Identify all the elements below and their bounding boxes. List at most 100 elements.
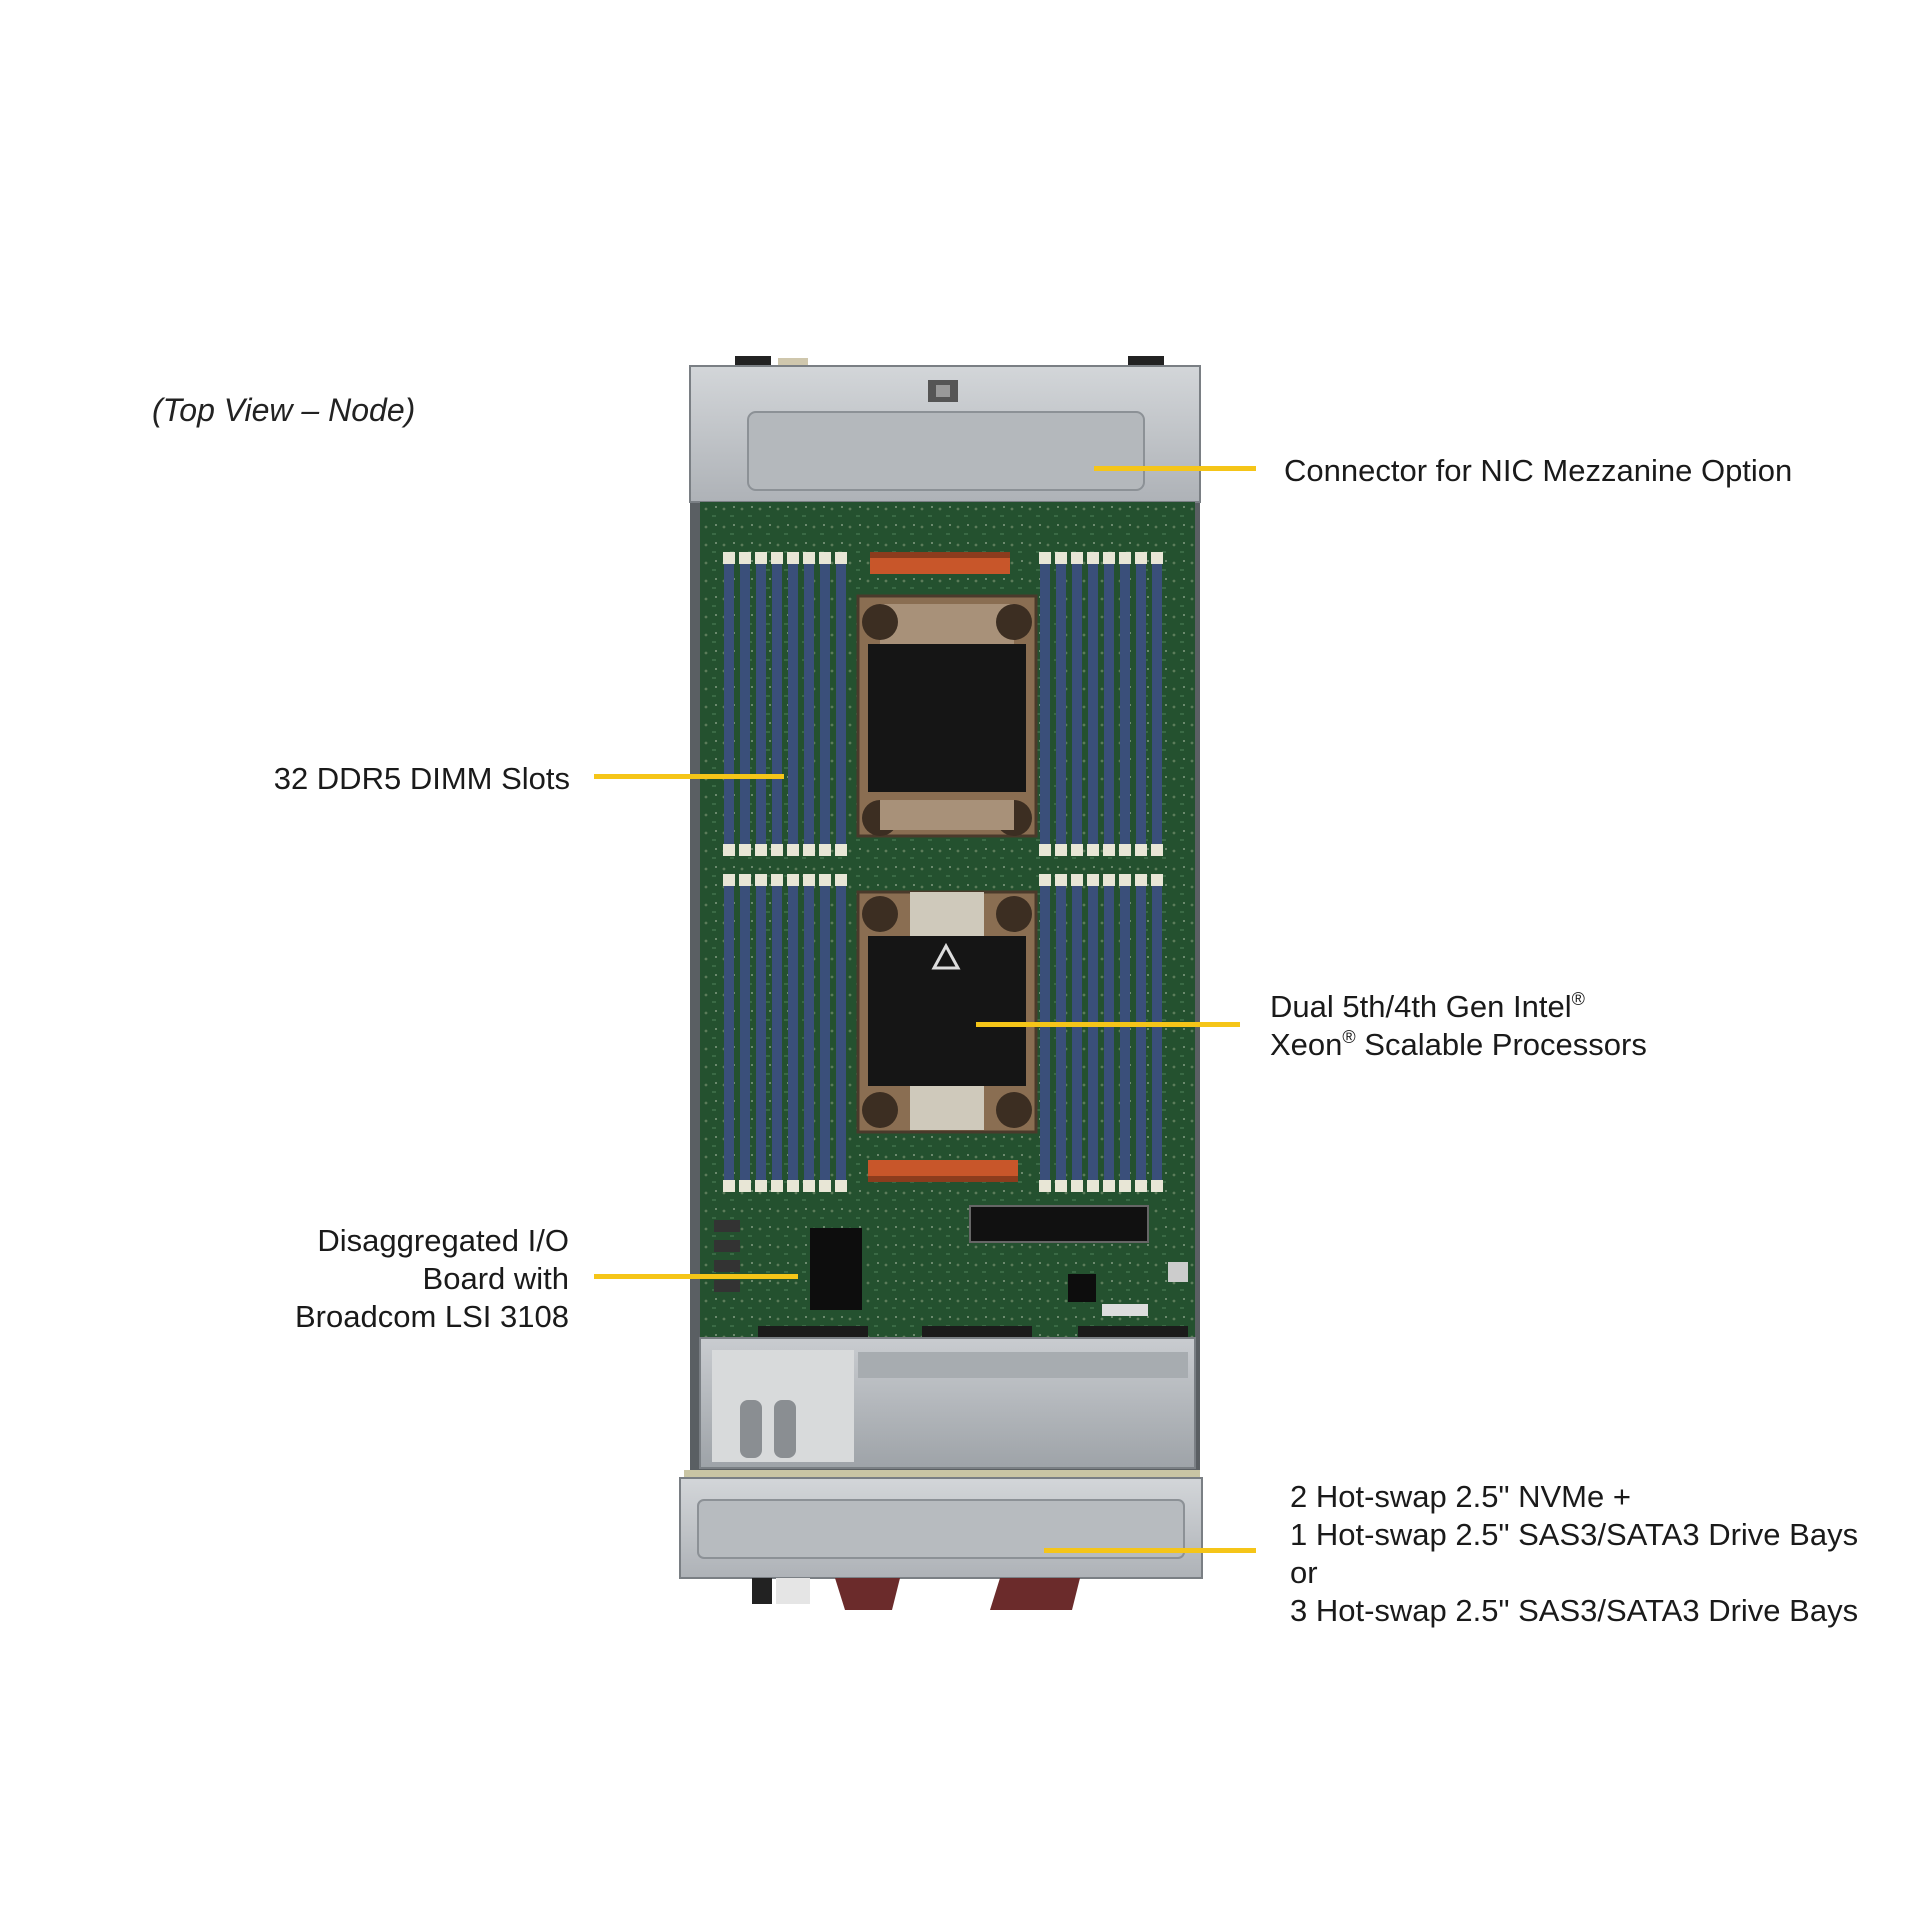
dimm-latch xyxy=(1135,1180,1147,1192)
dimm-latch xyxy=(723,844,735,856)
callout-io-line2: Board with xyxy=(422,1261,569,1296)
dimm-latch xyxy=(1103,552,1115,564)
callout-drives-line4: 3 Hot-swap 2.5" SAS3/SATA3 Drive Bays xyxy=(1290,1593,1859,1628)
dimm-latch xyxy=(723,552,735,564)
dimm-slot xyxy=(740,884,750,1180)
dimm-latch xyxy=(755,874,767,886)
dimm-latch xyxy=(1103,844,1115,856)
callout-nic-text: Connector for NIC Mezzanine Option xyxy=(1284,453,1793,488)
callout-processors: Dual 5th/4th Gen Intel® Xeon® Scalable P… xyxy=(1270,988,1647,1064)
dimm-latch xyxy=(803,844,815,856)
dimm-slot xyxy=(804,884,814,1180)
dimm-latch xyxy=(835,874,847,886)
dimm-slot xyxy=(1152,884,1162,1180)
callout-io-board: Disaggregated I/O Board with Broadcom LS… xyxy=(244,1222,569,1336)
dimm-latch xyxy=(771,844,783,856)
dimm-bank-left-bottom xyxy=(723,874,847,1192)
dimm-slot xyxy=(772,884,782,1180)
dimm-latch xyxy=(771,552,783,564)
callout-cpu-line1: Dual 5th/4th Gen Intel® xyxy=(1270,989,1585,1024)
dimm-latch xyxy=(1151,874,1163,886)
dimm-slot xyxy=(756,562,766,844)
dimm-latch xyxy=(1135,552,1147,564)
dimm-latch xyxy=(819,552,831,564)
dimm-slot xyxy=(1088,562,1098,844)
dimm-bank-right-bottom xyxy=(1039,874,1163,1192)
nic-mezzanine-bracket xyxy=(689,356,1201,503)
callout-dimm-text: 32 DDR5 DIMM Slots xyxy=(273,761,570,796)
dimm-slot xyxy=(1040,884,1050,1180)
dimm-latch xyxy=(1039,1180,1051,1192)
dimm-latch xyxy=(1087,874,1099,886)
leader-lines xyxy=(594,466,1256,1553)
dimm-latch xyxy=(1119,844,1131,856)
dimm-latch xyxy=(1119,552,1131,564)
callout-drives-line2: 1 Hot-swap 2.5" SAS3/SATA3 Drive Bays xyxy=(1290,1517,1859,1552)
dimm-slot xyxy=(1056,562,1066,844)
dimm-slot xyxy=(1072,562,1082,844)
dimm-latch xyxy=(787,844,799,856)
dimm-latch xyxy=(1087,1180,1099,1192)
dimm-slot xyxy=(1136,562,1146,844)
dimm-latch xyxy=(1071,874,1083,886)
leader-dimm xyxy=(594,774,784,779)
dimm-slot xyxy=(772,562,782,844)
dimm-bank-left-top xyxy=(723,552,847,856)
dimm-latch xyxy=(1039,874,1051,886)
callout-drives-line1: 2 Hot-swap 2.5" NVMe + xyxy=(1290,1479,1631,1514)
dimm-latch xyxy=(739,844,751,856)
leader-nic xyxy=(1094,466,1256,471)
dimm-latch xyxy=(755,1180,767,1192)
dimm-latch xyxy=(739,552,751,564)
dimm-latch xyxy=(1039,844,1051,856)
io-board xyxy=(714,1205,1188,1316)
dimm-slot xyxy=(820,562,830,844)
dimm-latch xyxy=(803,1180,815,1192)
cpu-socket-2 xyxy=(856,890,1038,1134)
dimm-latch xyxy=(739,874,751,886)
dimm-latch xyxy=(787,552,799,564)
dimm-latch xyxy=(723,1180,735,1192)
dimm-latch xyxy=(1055,874,1067,886)
dimm-latch xyxy=(1119,1180,1131,1192)
callout-drives-line3: or xyxy=(1290,1555,1318,1590)
callout-io-line1: Disaggregated I/O xyxy=(317,1223,569,1258)
front-drive-bay-panel xyxy=(679,1470,1203,1610)
dimm-latch xyxy=(803,874,815,886)
dimm-slot xyxy=(1040,562,1050,844)
dimm-slot xyxy=(724,562,734,844)
dimm-latch xyxy=(1071,1180,1083,1192)
dimm-latch xyxy=(771,1180,783,1192)
dimm-slot xyxy=(756,884,766,1180)
dimm-latch xyxy=(1135,874,1147,886)
dimm-latch xyxy=(723,874,735,886)
dimm-latch xyxy=(819,844,831,856)
callout-dimm-slots: 32 DDR5 DIMM Slots xyxy=(244,760,570,798)
callout-cpu-line2: Xeon® Scalable Processors xyxy=(1270,1027,1647,1062)
view-label: (Top View – Node) xyxy=(152,392,416,428)
dimm-slot xyxy=(1088,884,1098,1180)
dimm-latch xyxy=(1151,844,1163,856)
dimm-slot xyxy=(1152,562,1162,844)
dimm-slot xyxy=(1104,884,1114,1180)
dimm-latch xyxy=(755,552,767,564)
dimm-latch xyxy=(755,844,767,856)
dimm-latch xyxy=(1055,844,1067,856)
leader-drives xyxy=(1044,1548,1256,1553)
dimm-slot xyxy=(836,562,846,844)
dimm-latch xyxy=(835,552,847,564)
dimm-slot xyxy=(788,884,798,1180)
dimm-latch xyxy=(1071,552,1083,564)
dimm-latch xyxy=(1103,1180,1115,1192)
dimm-slot xyxy=(740,562,750,844)
dimm-slot xyxy=(836,884,846,1180)
leader-io xyxy=(594,1274,798,1279)
dimm-latch xyxy=(1071,844,1083,856)
dimm-slot xyxy=(1104,562,1114,844)
dimm-latch xyxy=(1039,552,1051,564)
dimm-latch xyxy=(1135,844,1147,856)
dimm-latch xyxy=(835,844,847,856)
dimm-latch xyxy=(819,874,831,886)
dimm-bank-right-top xyxy=(1039,552,1163,856)
